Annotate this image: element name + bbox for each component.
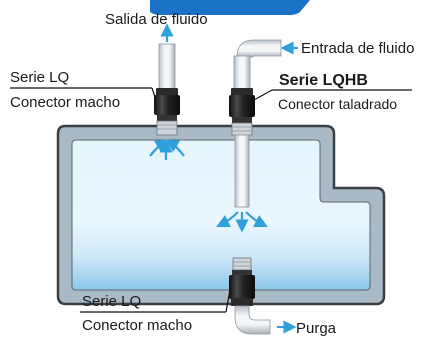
- top-right-series-label: Serie LQHB: [279, 72, 368, 89]
- inlet-pipe-vertical-upper: [233, 55, 251, 93]
- outlet-fitting: [154, 88, 180, 136]
- leader-bottom-tick: [225, 289, 231, 313]
- top-left-connector-label: Conector macho: [10, 94, 120, 111]
- top-right-connector-label: Conector taladrado: [278, 96, 397, 112]
- header-banner: [150, 0, 310, 15]
- outlet-label: Salida de fluido: [105, 11, 208, 28]
- inlet-label: Entrada de fluido: [301, 40, 414, 57]
- leader-top-left-tick: [151, 87, 157, 101]
- bottom-connector-label: Conector macho: [82, 317, 192, 334]
- intake-swirl-arrows: [149, 139, 185, 160]
- drain-pipe: [234, 305, 271, 335]
- drain-label: Purga: [296, 320, 337, 336]
- inlet-fitting: [229, 88, 255, 136]
- tank-fluid: [71, 139, 371, 291]
- outlet-pipe: [158, 43, 176, 93]
- leader-top-right: [253, 89, 273, 101]
- inlet-pipe-horizontal: [236, 39, 282, 58]
- drain-fitting: [229, 257, 255, 306]
- discharge-swirl-arrows: [216, 211, 268, 233]
- dip-tube: [234, 134, 250, 208]
- top-left-series-label: Serie LQ: [10, 69, 69, 86]
- bottom-series-label: Serie LQ: [82, 293, 141, 310]
